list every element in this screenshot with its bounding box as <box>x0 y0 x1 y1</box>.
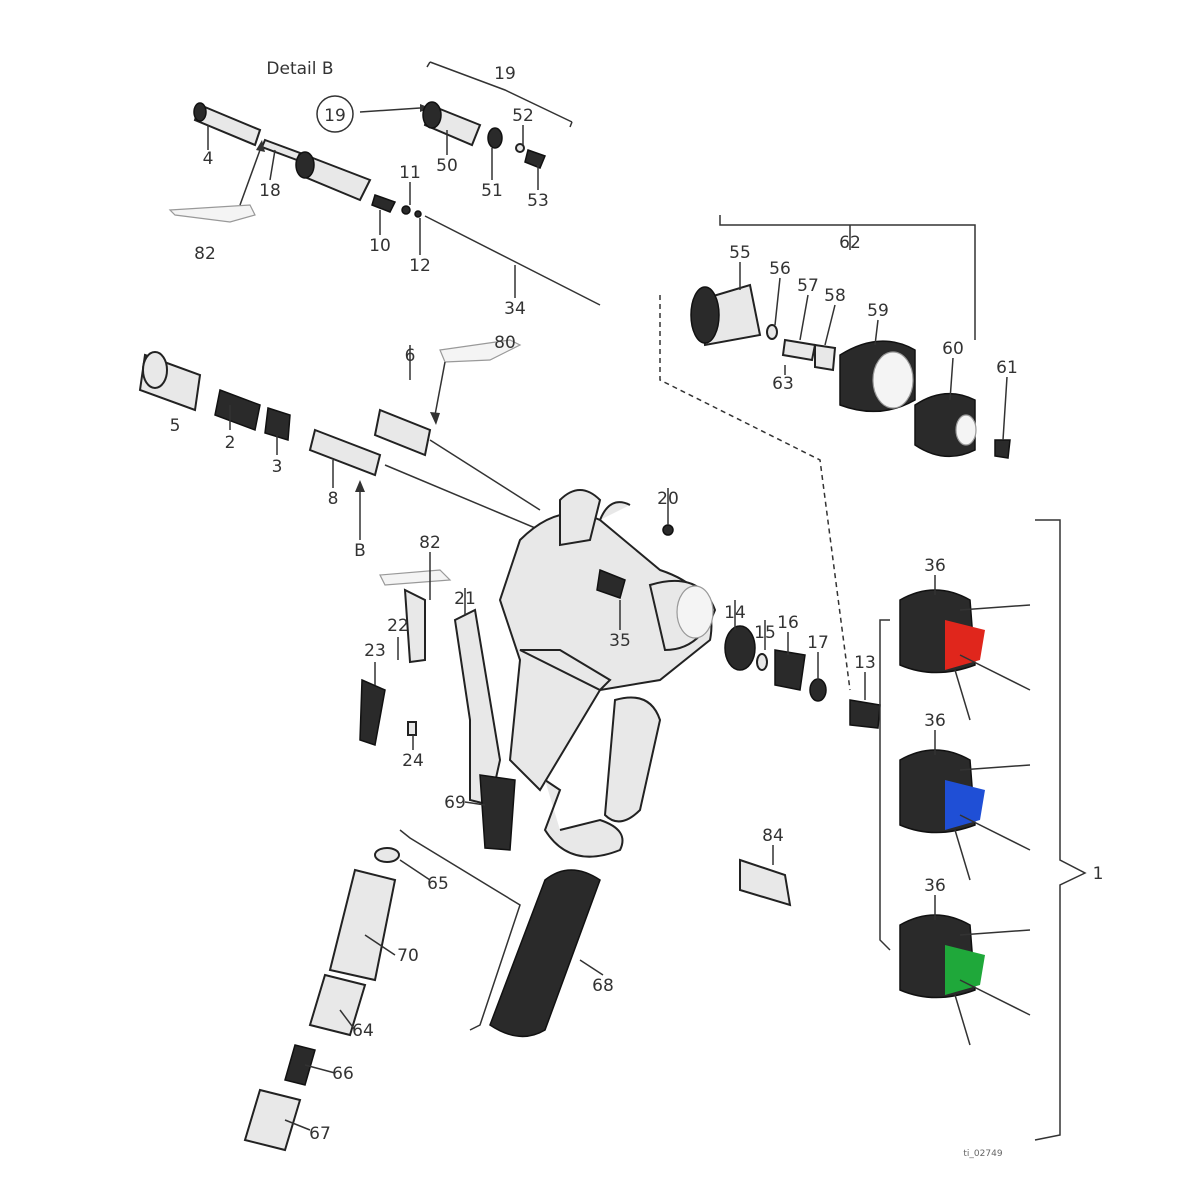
part-label: 51 <box>481 181 503 201</box>
needle-parts <box>138 339 541 540</box>
part-label: 50 <box>436 156 458 176</box>
part-label: 35 <box>609 631 631 651</box>
part-label: 24 <box>402 751 424 771</box>
part-label: 36 <box>924 711 946 731</box>
part-label: B <box>354 541 366 561</box>
part-label: 36 <box>924 876 946 896</box>
part-label: 20 <box>657 489 679 509</box>
part-label: 2 <box>225 433 236 453</box>
part-label: 14 <box>724 603 746 623</box>
tip-guard-red <box>899 589 1031 721</box>
tip-guard-blue <box>899 749 1031 881</box>
part-label: 6 <box>405 346 416 366</box>
part-label: 70 <box>397 946 419 966</box>
part-label: 69 <box>444 793 466 813</box>
part-label: 67 <box>309 1124 331 1144</box>
part-label: 23 <box>364 641 386 661</box>
tip-guards <box>739 519 1087 1141</box>
part-label: 60 <box>942 339 964 359</box>
drawing-code: ti_02749 <box>963 1149 1002 1159</box>
part-label: 19 <box>324 106 346 126</box>
tip-guard-green <box>899 914 1031 1046</box>
part-label: 19 <box>494 64 516 84</box>
part-label: 63 <box>772 374 794 394</box>
part-label: 5 <box>170 416 181 436</box>
part-label: 64 <box>352 1021 374 1041</box>
part-label: 58 <box>824 286 846 306</box>
part-label: 65 <box>427 874 449 894</box>
handle-inlet-parts <box>243 829 601 1152</box>
part-label: 11 <box>399 163 421 183</box>
part-label: 59 <box>867 301 889 321</box>
air-cap-parts <box>659 215 1011 691</box>
part-label: 82 <box>419 533 441 553</box>
part-label: 18 <box>259 181 281 201</box>
part-label: 10 <box>369 236 391 256</box>
part-label: 62 <box>839 233 861 253</box>
part-label: 13 <box>854 653 876 673</box>
part-label: 66 <box>332 1064 354 1084</box>
part-label: 57 <box>797 276 819 296</box>
spray-gun-body <box>359 489 717 858</box>
part-label: 80 <box>494 333 516 353</box>
part-label: 8 <box>328 489 339 509</box>
part-label: 55 <box>729 243 751 263</box>
part-label: 3 <box>272 457 283 477</box>
part-label: 84 <box>762 826 784 846</box>
part-label: 82 <box>194 244 216 264</box>
detail-b-title: Detail B <box>266 59 333 79</box>
part-label: 21 <box>454 589 476 609</box>
part-label: 36 <box>924 556 946 576</box>
part-label: 12 <box>409 256 431 276</box>
detail-b-parts <box>168 61 601 306</box>
part-label: 56 <box>769 259 791 279</box>
part-label: 68 <box>592 976 614 996</box>
part-label: 52 <box>512 106 534 126</box>
part-label: 22 <box>387 616 409 636</box>
part-label: 34 <box>504 299 526 319</box>
fluid-nozzle-parts <box>724 625 881 729</box>
part-label: 1 <box>1093 864 1104 884</box>
part-label: 4 <box>203 149 214 169</box>
part-label: 61 <box>996 358 1018 378</box>
part-label: 17 <box>807 633 829 653</box>
part-label: 16 <box>777 613 799 633</box>
part-label: 53 <box>527 191 549 211</box>
part-label: 15 <box>754 623 776 643</box>
